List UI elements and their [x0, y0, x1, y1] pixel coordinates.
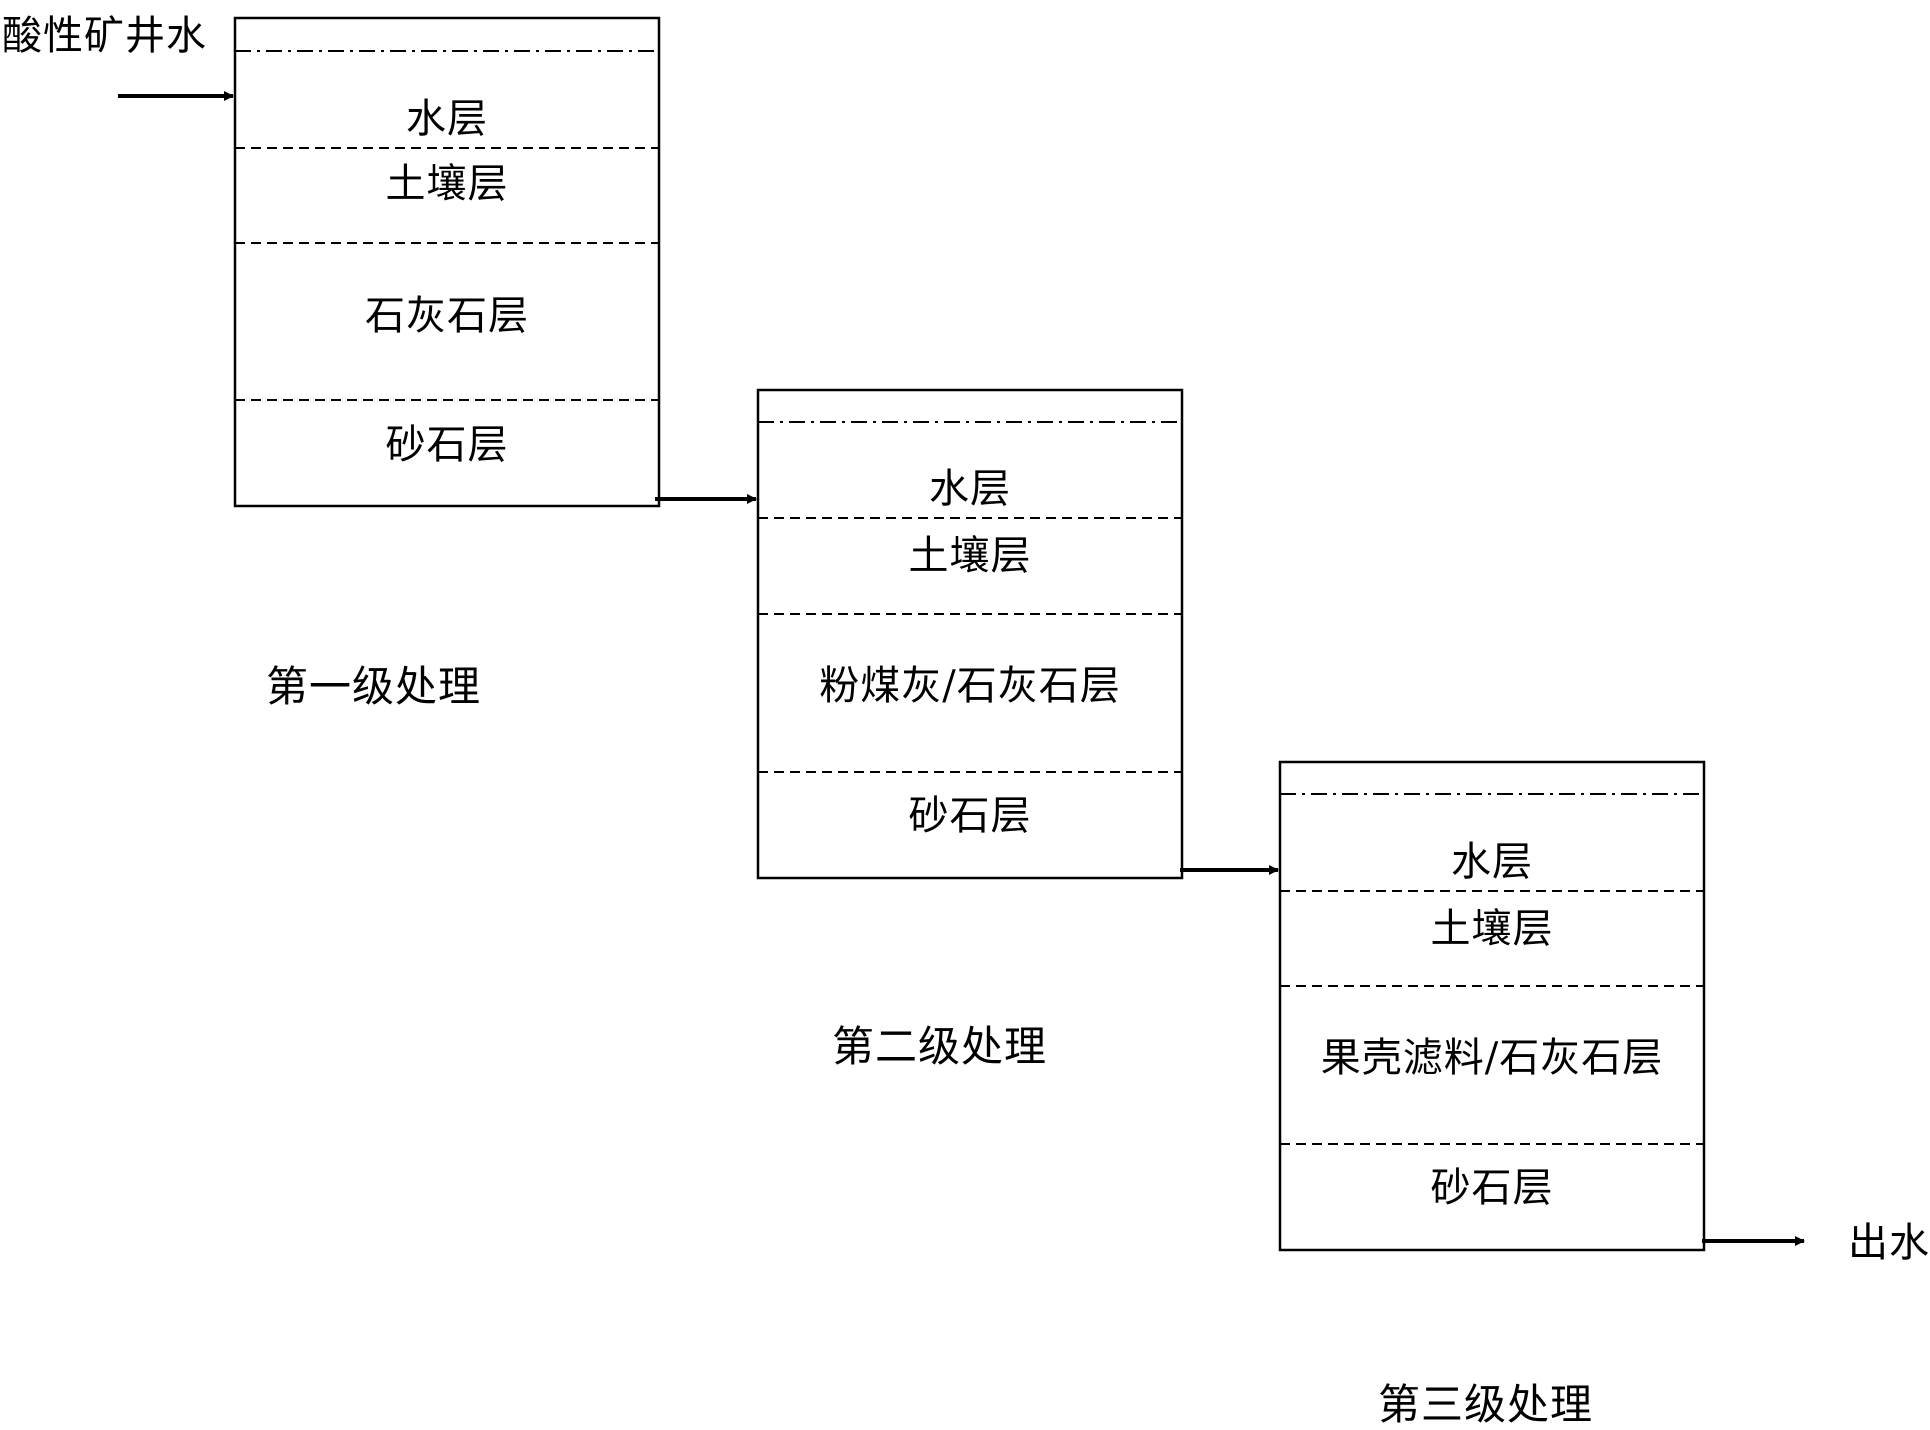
- stage-1-tank: [233, 16, 661, 508]
- stage-3-water-layer-label: 水层: [1451, 839, 1533, 885]
- stage-2-tank: [756, 388, 1184, 880]
- stage-1-gravel-layer-label: 砂石层: [385, 422, 509, 468]
- stage-1-soil-layer-label: 土壤层: [385, 161, 509, 207]
- stage-2-flyash-limestone-layer-label: 粉煤灰/石灰石层: [819, 663, 1121, 709]
- stage-2-soil-layer-label: 土壤层: [908, 533, 1032, 579]
- stage-2-title: 第二级处理: [832, 1022, 1048, 1071]
- stage-2-gravel-layer-label: 砂石层: [908, 793, 1032, 839]
- stage-3-soil-layer-label: 土壤层: [1430, 906, 1554, 952]
- stage-1-water-layer-label: 水层: [406, 96, 488, 142]
- stage-3-shell-limestone-layer-label: 果壳滤料/石灰石层: [1320, 1035, 1664, 1081]
- stage-2-water-layer-label: 水层: [929, 466, 1011, 512]
- stage-3-tank: [1278, 760, 1706, 1252]
- stage-3-gravel-layer-label: 砂石层: [1430, 1165, 1554, 1211]
- stage-1-title: 第一级处理: [266, 662, 482, 711]
- input-label: 酸性矿井水: [2, 13, 207, 59]
- output-label: 出水: [1848, 1220, 1930, 1266]
- stage-1-limestone-layer-label: 石灰石层: [365, 293, 529, 339]
- stage-3-title: 第三级处理: [1378, 1380, 1594, 1429]
